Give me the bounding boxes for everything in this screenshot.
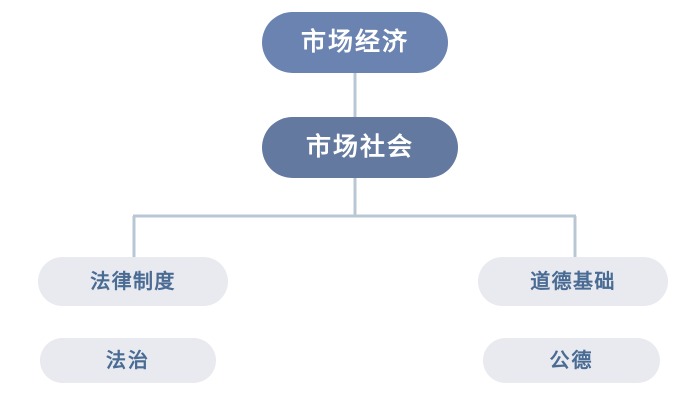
- node-legal-system-label: 法律制度: [90, 270, 176, 293]
- node-rule-of-law[interactable]: 法治: [40, 338, 216, 383]
- node-rule-of-law-label: 法治: [106, 349, 150, 372]
- node-public-morality[interactable]: 公德: [483, 338, 660, 383]
- node-market-society-label: 市场社会: [305, 133, 414, 161]
- node-market-economy[interactable]: 市场经济: [262, 12, 448, 73]
- node-market-economy-label: 市场经济: [300, 28, 409, 56]
- node-legal-system[interactable]: 法律制度: [38, 257, 228, 306]
- node-moral-foundation[interactable]: 道德基础: [478, 257, 668, 306]
- node-market-society[interactable]: 市场社会: [262, 117, 458, 178]
- node-moral-foundation-label: 道德基础: [530, 270, 616, 293]
- node-public-morality-label: 公德: [549, 349, 594, 372]
